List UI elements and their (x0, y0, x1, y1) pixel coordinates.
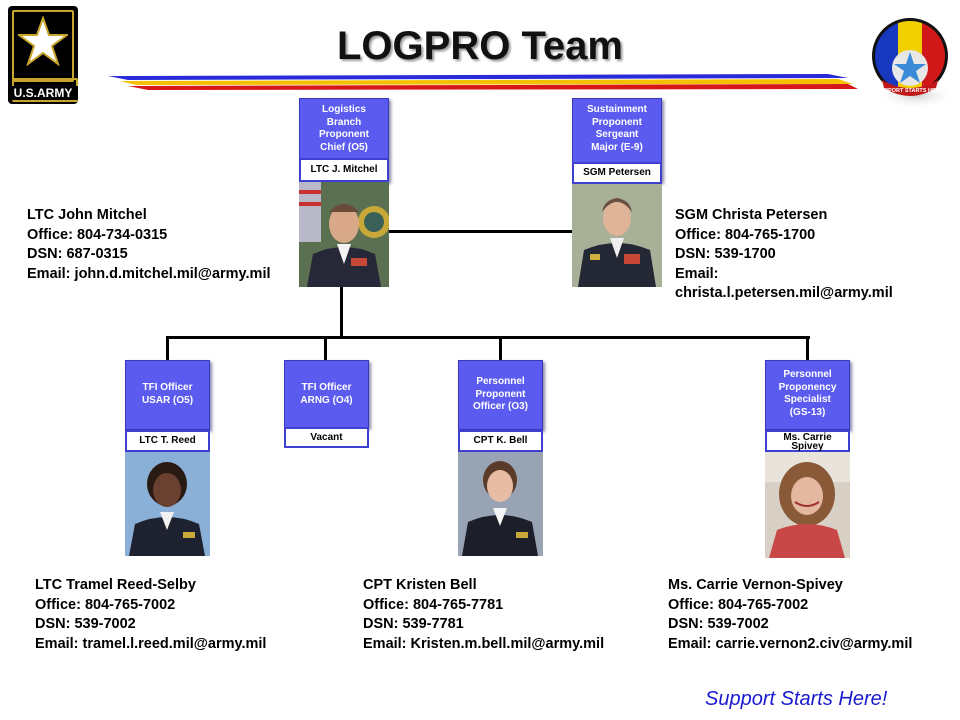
name-tag-petersen: SGM Petersen (572, 162, 662, 184)
connector-top-horizontal (388, 230, 574, 233)
army-logo-text: U.S.ARMY (8, 86, 78, 100)
connector-trunk (340, 286, 343, 338)
connector-drop-reed (166, 336, 169, 360)
star-icon (18, 16, 68, 66)
name-tag-reed: LTC T. Reed (125, 430, 210, 452)
name-tag-arng-vacant: Vacant (284, 427, 369, 448)
position-box-bell: Personnel Proponent Officer (O3) (458, 360, 543, 430)
page-title: LOGPRO Team (337, 24, 623, 68)
contact-spivey: Ms. Carrie Vernon-Spivey Office: 804-765… (668, 577, 913, 652)
photo-reed (125, 450, 210, 556)
position-box-reed: TFI Officer USAR (O5) (125, 360, 210, 430)
support-emblem-icon: SUPPORT STARTS HERE (872, 18, 954, 109)
photo-mitchel (299, 182, 389, 287)
position-box-arng: TFI Officer ARNG (O4) (284, 360, 369, 428)
photo-bell (458, 450, 543, 556)
title-stripe (108, 74, 858, 90)
name-tag-mitchel: LTC J. Mitchel (299, 158, 389, 182)
connector-drop-bell (499, 336, 502, 360)
connector-drop-spivey (806, 336, 809, 360)
photo-spivey (765, 452, 850, 558)
connector-branch-horizontal (166, 336, 810, 339)
us-army-logo: U.S.ARMY (8, 6, 78, 104)
name-tag-bell: CPT K. Bell (458, 430, 543, 452)
contact-bell: CPT Kristen Bell Office: 804-765-7781 DS… (363, 577, 605, 652)
contact-reed: LTC Tramel Reed-Selby Office: 804-765-70… (35, 577, 267, 652)
slogan: Support Starts Here! (705, 688, 888, 710)
contact-mitchel: LTC John Mitchel Office: 804-734-0315 DS… (27, 207, 271, 282)
connector-drop-arng (324, 336, 327, 360)
contact-petersen: SGM Christa Petersen Office: 804-765-170… (675, 207, 893, 301)
svg-text:SUPPORT STARTS HERE: SUPPORT STARTS HERE (877, 88, 944, 94)
name-tag-spivey: Ms. Carrie Spivey (765, 430, 850, 452)
photo-petersen (572, 182, 662, 287)
position-box-spivey: Personnel Proponency Specialist (GS-13) (765, 360, 850, 430)
